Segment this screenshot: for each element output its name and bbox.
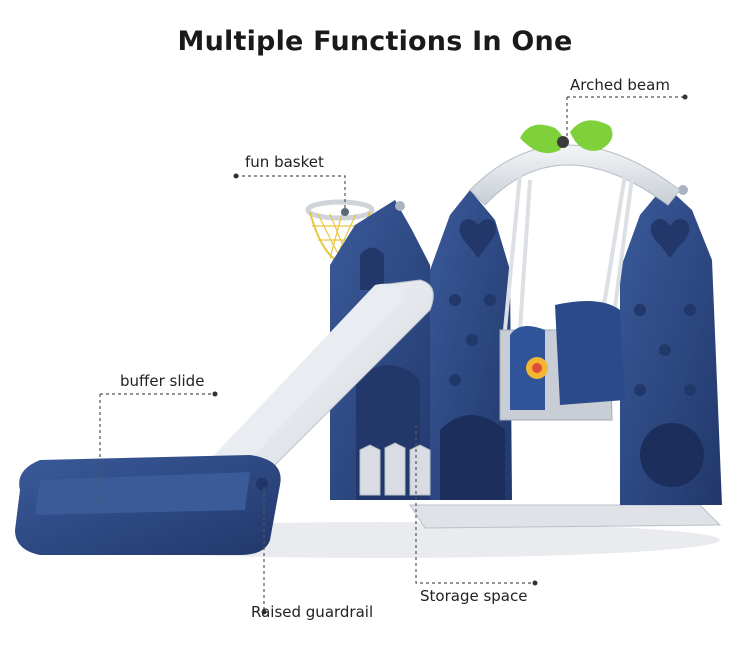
leaf-ornament-icon bbox=[520, 120, 613, 154]
callout-buffer-slide: buffer slide bbox=[120, 372, 205, 390]
callout-line-storage-space bbox=[415, 425, 535, 584]
swing-base bbox=[409, 504, 722, 529]
callout-lines bbox=[99, 96, 685, 612]
middle-tower bbox=[430, 190, 512, 500]
slide bbox=[15, 279, 434, 555]
swing-seat bbox=[499, 301, 625, 421]
arch-beam bbox=[469, 144, 681, 206]
callout-dots bbox=[212, 94, 688, 615]
headline: Multiple Functions In One bbox=[177, 26, 573, 57]
callout-storage-space: Storage space bbox=[420, 587, 528, 605]
swing-ropes bbox=[503, 174, 634, 331]
callout-fun-basket: fun basket bbox=[245, 153, 324, 171]
right-tower bbox=[620, 185, 722, 505]
callout-raised-guardrail: Raised guardrail bbox=[251, 603, 374, 621]
callout-arched-beam: Arched beam bbox=[570, 76, 670, 94]
fence bbox=[359, 442, 431, 496]
callout-line-fun-basket bbox=[236, 175, 346, 212]
